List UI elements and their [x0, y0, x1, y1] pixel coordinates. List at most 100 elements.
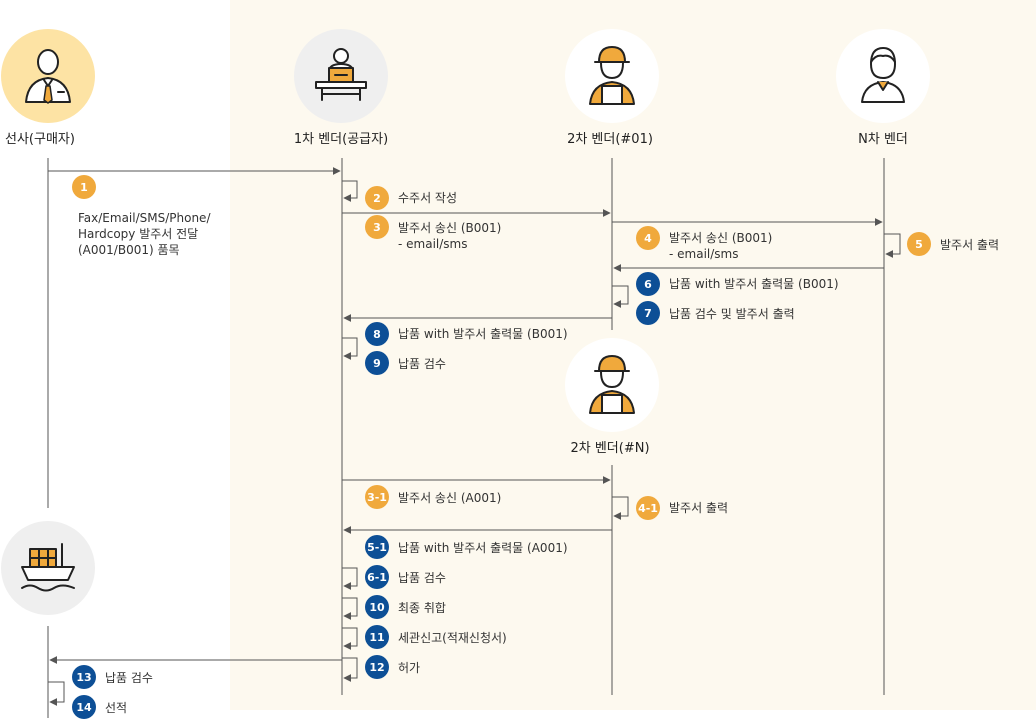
step-4-1: 4-1 발주서 출력: [636, 496, 728, 520]
step-number: 11: [369, 631, 384, 644]
step-badge: [907, 232, 931, 256]
step-label: 납품 검수: [105, 671, 153, 685]
step-number: 5-1: [367, 541, 387, 554]
step-number: 13: [76, 671, 91, 684]
step-label: 납품 검수: [398, 571, 446, 585]
step-badge: [636, 272, 660, 296]
step-number: 5: [915, 238, 923, 251]
hardhat-worker-icon: [589, 355, 635, 414]
step-label: 선적: [105, 701, 127, 715]
step-number: 14: [76, 701, 92, 714]
step-label: 발주서 송신 (B001): [398, 221, 501, 235]
step-badge: [365, 535, 389, 559]
step-badge: [365, 655, 389, 679]
self-arrow-4-1: [612, 496, 629, 520]
step-badge: [636, 496, 660, 520]
self-arrow-14: [48, 681, 65, 706]
step-badge: [72, 695, 96, 719]
self-arrow-11: [342, 627, 358, 650]
self-arrow-9: [342, 337, 358, 360]
actor-vendor2-01: 2차 벤더(#01): [565, 29, 659, 147]
actor-buyer: 선사(구매자): [1, 29, 95, 147]
step-label: - email/sms: [398, 237, 467, 251]
step-label: 납품 검수: [398, 357, 446, 371]
step-label: 세관신고(적재신청서): [398, 631, 507, 645]
step-label: 납품 검수 및 발주서 출력: [669, 307, 795, 321]
actor-vendor2-N: 2차 벤더(#N): [565, 338, 659, 456]
step-number: 10: [369, 601, 385, 614]
self-arrow-12: [342, 657, 358, 682]
step-label: Fax/Email/SMS/Phone/: [78, 211, 211, 225]
step-badge: [636, 301, 660, 325]
actor-label-vendor2-N: 2차 벤더(#N): [570, 441, 649, 456]
step-badge: [365, 322, 389, 346]
step-13: 13 납품 검수: [72, 665, 153, 689]
cargo-ship-icon: [21, 543, 75, 592]
self-arrow-10: [342, 597, 358, 620]
step-label: Hardcopy 발주서 전달: [78, 227, 198, 241]
step-number: 12: [369, 661, 384, 674]
step-label: 발주서 송신 (A001): [398, 491, 501, 505]
buyer-person-icon: [25, 49, 71, 104]
self-arrow-7: [612, 285, 629, 308]
step-number: 4: [644, 232, 652, 245]
step-label: 납품 with 발주서 출력물 (A001): [398, 541, 568, 555]
step-14: 14 선적: [72, 695, 127, 719]
actor-label-vendor1: 1차 벤더(공급자): [294, 132, 388, 147]
step-label: 허가: [398, 661, 420, 675]
step-6: 6 납품 with 발주서 출력물 (B001): [636, 272, 839, 296]
step-3-1: 3-1 발주서 송신 (A001): [365, 485, 501, 509]
laptop-desk-worker-icon: [315, 48, 367, 101]
step-7: 7 납품 검수 및 발주서 출력: [636, 301, 795, 325]
step-5: 5 발주서 출력: [907, 232, 999, 256]
step-6-1: 6-1 납품 검수: [365, 565, 446, 589]
step-number: 2: [373, 192, 381, 205]
step-3: 3 발주서 송신 (B001) - email/sms: [365, 215, 501, 251]
step-11: 11 세관신고(적재신청서): [365, 625, 507, 649]
step-badge: [365, 215, 389, 239]
step-2: 2 수주서 작성: [365, 186, 457, 210]
actor-label-vendorN: N차 벤더: [858, 132, 908, 147]
step-label: 발주서 출력: [669, 501, 728, 515]
step-label: 수주서 작성: [398, 191, 457, 205]
self-arrow-2: [342, 180, 358, 202]
step-number: 3-1: [367, 491, 387, 504]
step-8: 8 납품 with 발주서 출력물 (B001): [365, 322, 568, 346]
step-label: 납품 with 발주서 출력물 (B001): [669, 277, 839, 291]
step-badge: [365, 351, 389, 375]
step-10: 10 최종 취합: [365, 595, 446, 619]
step-number: 6: [644, 278, 652, 291]
step-label: 발주서 송신 (B001): [669, 231, 772, 245]
step-number: 6-1: [367, 571, 387, 584]
person-outline-icon: [861, 47, 905, 103]
step-number: 9: [373, 357, 381, 370]
step-12: 12 허가: [365, 655, 420, 679]
step-number: 3: [373, 221, 381, 234]
step-number: 7: [644, 307, 652, 320]
step-badge: [365, 565, 389, 589]
actor-label-vendor2-01: 2차 벤더(#01): [567, 132, 653, 147]
step-number: 8: [373, 328, 381, 341]
step-badge: [72, 665, 96, 689]
step-label: 최종 취합: [398, 601, 446, 615]
actor-vendor1: 1차 벤더(공급자): [294, 29, 388, 147]
step-badge: [365, 186, 389, 210]
actor-vendorN: N차 벤더: [836, 29, 930, 147]
step-badge: [365, 625, 389, 649]
step-5-1: 5-1 납품 with 발주서 출력물 (A001): [365, 535, 568, 559]
self-arrow-5: [884, 233, 901, 258]
actor-ship: [1, 521, 95, 615]
step-label: (A001/B001) 품목: [78, 243, 180, 257]
step-badge: [636, 226, 660, 250]
step-label: 발주서 출력: [940, 238, 999, 252]
step-number: 1: [80, 181, 88, 194]
actor-label-buyer: 선사(구매자): [5, 132, 75, 147]
step-label: 납품 with 발주서 출력물 (B001): [398, 327, 568, 341]
step-badge: [365, 595, 389, 619]
hardhat-worker-icon: [589, 46, 635, 105]
step-number: 4-1: [638, 502, 658, 515]
